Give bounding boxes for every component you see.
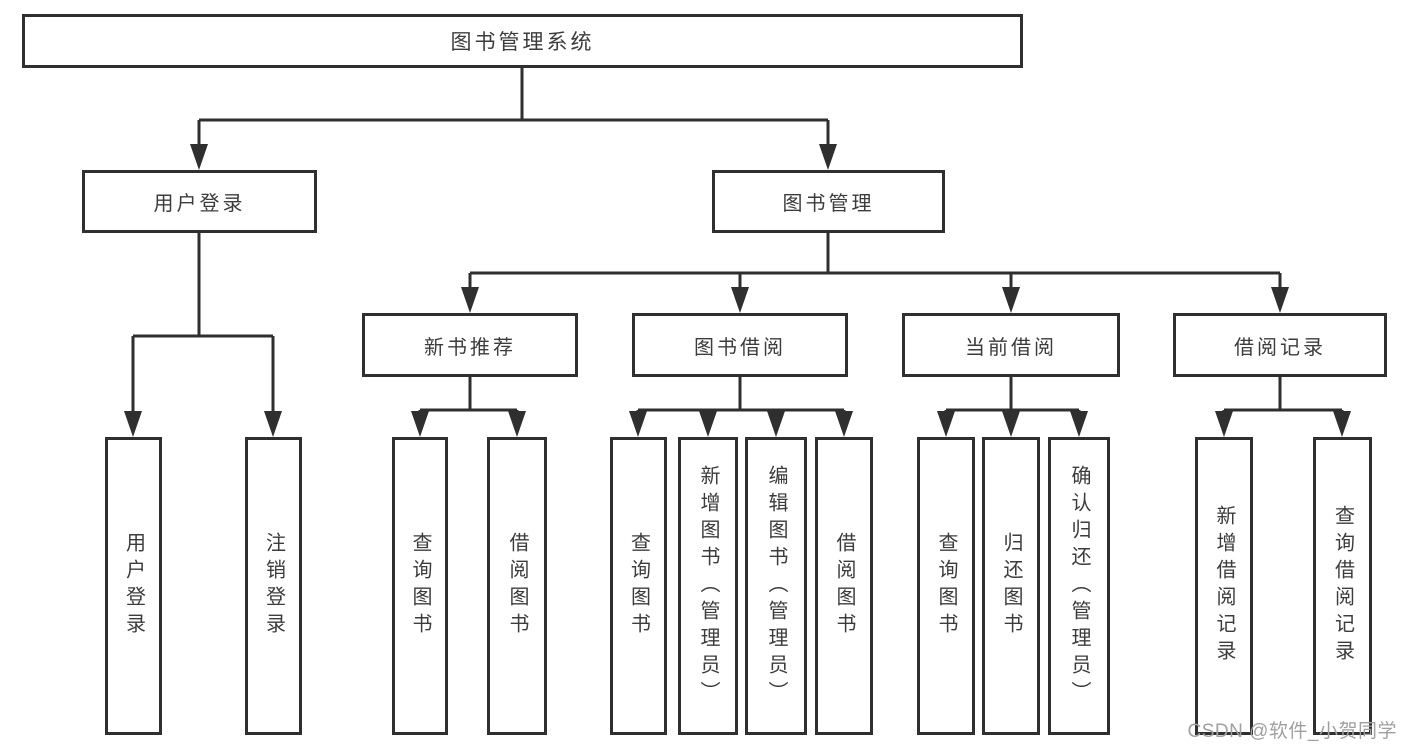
node-user-login: 用户登录 [82, 170, 317, 233]
leaf-current-confirm-return-admin: 确认归还（管理员） [1048, 437, 1110, 735]
leaf-current-return-books: 归还图书 [982, 437, 1040, 735]
leaf-logout: 注销登录 [245, 437, 302, 735]
leaf-user-login: 用户登录 [105, 437, 162, 735]
node-library-management-system: 图书管理系统 [22, 14, 1023, 68]
watermark-text: CSDN @软件_小贺同学 [1187, 721, 1397, 742]
leaf-newbooks-query-books: 查询图书 [392, 437, 448, 735]
node-book-borrowing: 图书借阅 [632, 313, 848, 377]
node-book-management: 图书管理 [712, 170, 945, 233]
leaf-borrowing-borrow-books: 借阅图书 [815, 437, 873, 735]
leaf-current-query-books: 查询图书 [917, 437, 975, 735]
node-new-book-recommendation: 新书推荐 [362, 313, 578, 377]
leaf-borrowing-edit-books-admin: 编辑图书（管理员） [745, 437, 807, 735]
leaf-records-query-borrow-record: 查询借阅记录 [1313, 437, 1372, 735]
leaf-records-add-borrow-record: 新增借阅记录 [1195, 437, 1253, 735]
node-borrowing-records: 借阅记录 [1173, 313, 1387, 377]
leaf-borrowing-query-books: 查询图书 [610, 437, 667, 735]
leaf-borrowing-add-books-admin: 新增图书（管理员） [678, 437, 738, 735]
leaf-newbooks-borrow-books: 借阅图书 [487, 437, 547, 735]
node-current-borrowing: 当前借阅 [902, 313, 1120, 377]
